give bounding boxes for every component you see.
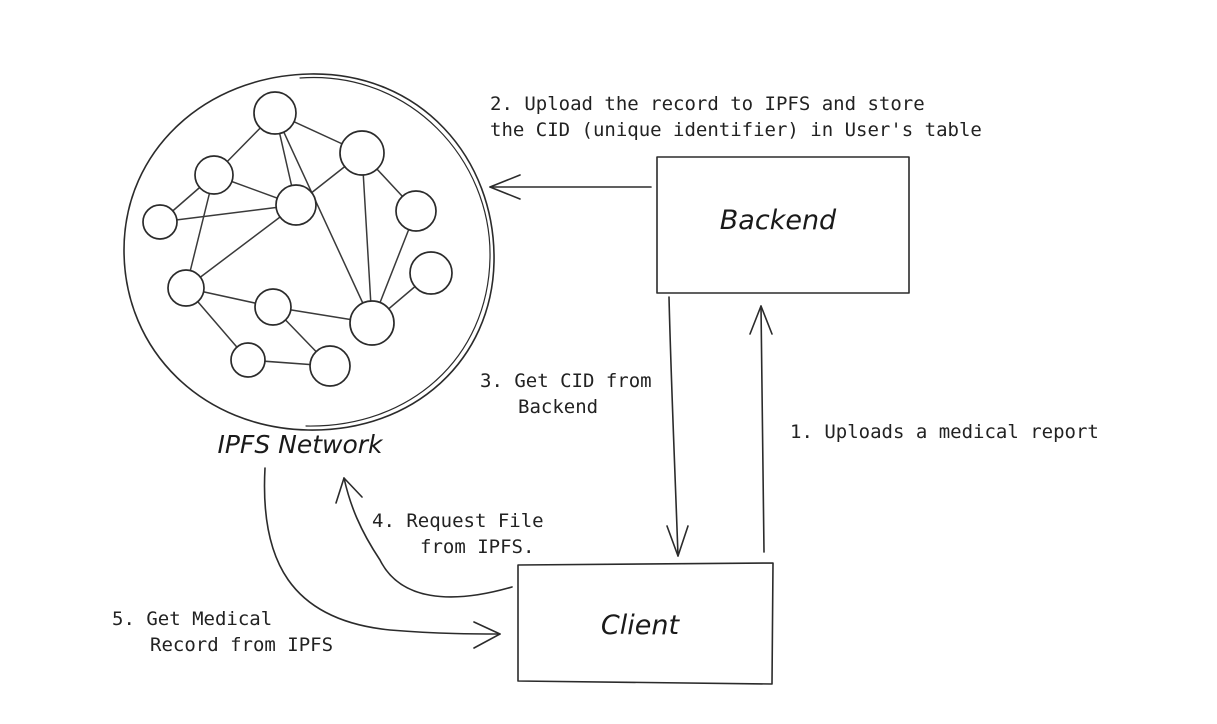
arrowhead-icon <box>749 305 773 335</box>
arrow-client-to-ipfs <box>335 477 513 598</box>
arrow-ipfs-to-client <box>263 467 501 649</box>
ipfs-node <box>253 91 297 135</box>
ipfs-node <box>254 288 292 326</box>
step4-line1: 4. Request File <box>372 510 544 532</box>
client-node: Client <box>517 562 774 685</box>
ipfs-node <box>395 190 437 232</box>
step2-label: 2. Upload the record to IPFS and store t… <box>490 93 982 141</box>
step3-line1: 3. Get CID from <box>480 370 652 392</box>
ipfs-edge <box>185 204 297 289</box>
client-label: Client <box>601 610 681 641</box>
client-box <box>517 562 774 685</box>
arrow-shaft <box>343 477 513 598</box>
arrowhead-icon <box>489 174 521 200</box>
ipfs-node <box>309 345 351 387</box>
ipfs-node <box>275 184 317 226</box>
backend-node: Backend <box>656 156 910 294</box>
step4-label: 4. Request File from IPFS. <box>372 510 555 558</box>
ipfs-edge <box>274 112 373 324</box>
step2-line2: the CID (unique identifier) in User's ta… <box>490 119 982 141</box>
step1-label: 1. Uploads a medical report <box>790 421 1099 443</box>
arrow-backend-to-client <box>666 296 689 557</box>
step3-label: 3. Get CID from Backend <box>480 370 663 418</box>
step2-line1: 2. Upload the record to IPFS and store <box>490 93 925 115</box>
arrow-shaft <box>263 467 501 635</box>
ipfs-node <box>339 130 385 176</box>
arrowhead-icon <box>666 525 689 557</box>
arrow-shaft <box>668 296 679 557</box>
arrow-backend-to-ipfs <box>489 174 652 200</box>
ipfs-node <box>230 342 266 378</box>
step5-label: 5. Get Medical Record from IPFS <box>112 608 333 656</box>
ipfs-node <box>194 155 234 195</box>
arrow-client-to-backend <box>749 305 773 553</box>
backend-label: Backend <box>720 205 837 236</box>
ipfs-network-label: IPFS Network <box>217 430 384 459</box>
arrowhead-icon <box>335 477 363 504</box>
ipfs-network-boundary <box>123 73 495 431</box>
step1-line1: 1. Uploads a medical report <box>790 421 1099 443</box>
step3-line2: Backend <box>518 396 598 418</box>
step5-line2: Record from IPFS <box>150 634 333 656</box>
ipfs-node <box>409 251 453 295</box>
ipfs-node <box>142 204 178 240</box>
step5-line1: 5. Get Medical <box>112 608 272 630</box>
backend-box <box>656 156 910 294</box>
ipfs-edge <box>159 204 297 223</box>
ipfs-edge <box>361 152 373 324</box>
arrow-shaft <box>760 305 765 553</box>
ipfs-network: IPFS Network <box>123 73 495 459</box>
step4-line2: from IPFS. <box>420 536 534 558</box>
ipfs-network-boundary-retrace <box>299 76 491 427</box>
arrowhead-icon <box>473 621 501 649</box>
ipfs-nodes <box>142 91 453 387</box>
ipfs-node <box>167 269 205 307</box>
ipfs-node <box>349 300 395 346</box>
